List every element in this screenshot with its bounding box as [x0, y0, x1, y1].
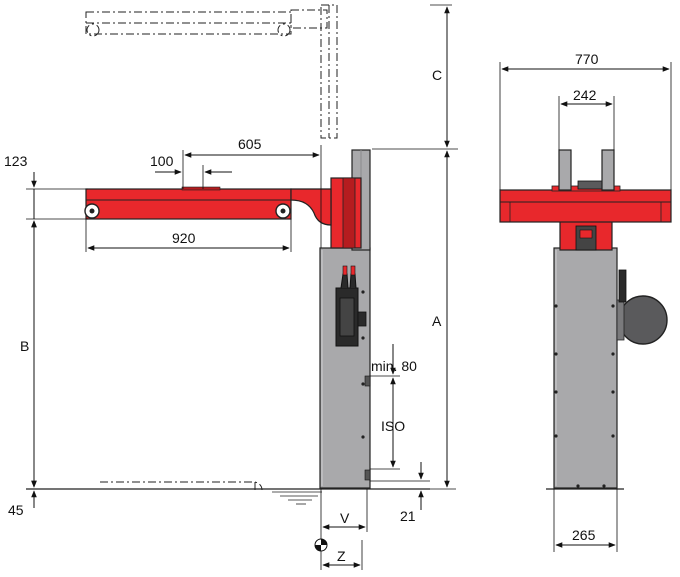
label-v: V [340, 510, 350, 526]
label-b: B [20, 338, 29, 354]
film-holder [335, 265, 367, 347]
label-45: 45 [8, 502, 24, 518]
label-605: 605 [238, 136, 262, 152]
arm-bracket [290, 188, 332, 226]
ground-hatch [272, 491, 322, 505]
raised-arm-phantom [85, 4, 338, 139]
label-100: 100 [150, 153, 174, 169]
label-242: 242 [573, 87, 597, 103]
label-920: 920 [172, 230, 196, 246]
label-265: 265 [572, 527, 596, 543]
photocell-upper [364, 375, 371, 387]
side-view [26, 149, 430, 505]
front-view [499, 149, 672, 490]
label-123: 123 [4, 153, 28, 169]
front-arm [499, 189, 672, 223]
label-z: Z [337, 548, 346, 564]
label-iso: ISO [381, 418, 405, 434]
front-column [553, 247, 618, 489]
label-min80: min. 80 [371, 358, 417, 374]
label-c: C [432, 67, 442, 83]
turntable-arm [85, 188, 292, 220]
center-of-gravity-symbol [314, 538, 328, 552]
dimension-labels: C A B 605 100 123 920 45 21 min. 80 ISO … [4, 51, 599, 564]
film-reel [618, 295, 668, 345]
post-right [601, 149, 615, 191]
label-770: 770 [575, 51, 599, 67]
post-left [558, 149, 572, 191]
photocell-lower [364, 469, 371, 481]
label-21: 21 [400, 508, 416, 524]
label-a: A [432, 313, 442, 329]
column-bolts [361, 290, 365, 439]
dimensions [26, 4, 672, 570]
